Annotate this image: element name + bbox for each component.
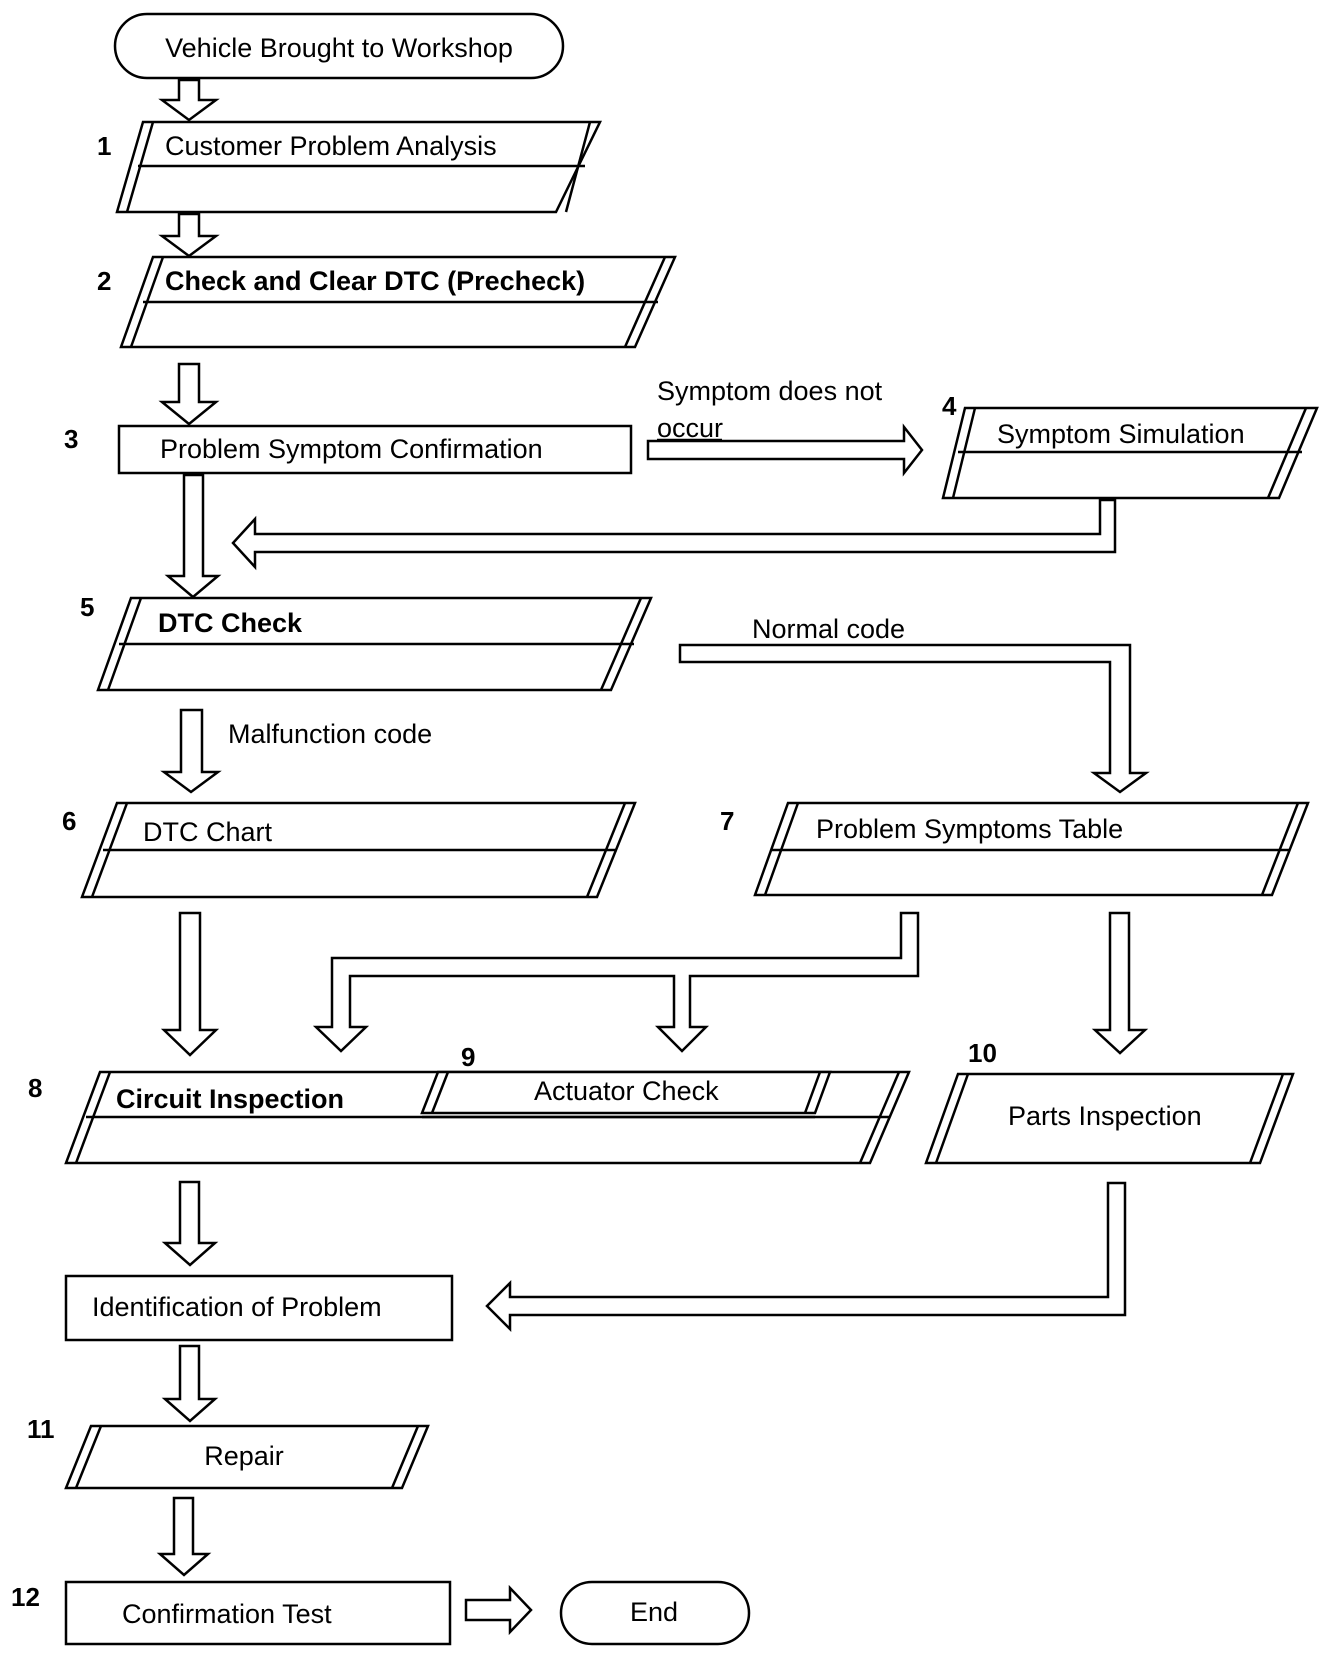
step-9-actuator-check: 9 Actuator Check [420, 1042, 832, 1119]
step-label: Repair [204, 1441, 284, 1471]
step-2-check-clear-dtc: 2 Check and Clear DTC (Precheck) [97, 255, 677, 349]
arrow-11-to-12 [156, 1496, 212, 1577]
arrow-10-to-identification [485, 1181, 1127, 1333]
arrow-4-return [231, 498, 1117, 571]
step-number: 2 [97, 266, 111, 296]
edge-label: Normal code [752, 614, 905, 644]
step-5-dtc-check: 5 DTC Check [80, 592, 653, 692]
step-number: 4 [942, 391, 957, 421]
step-label: Actuator Check [534, 1076, 719, 1106]
step-label: DTC Check [158, 608, 303, 638]
arrow-8-to-identification [161, 1180, 219, 1267]
step-11-repair: 11 Repair [27, 1414, 430, 1490]
start-label: Vehicle Brought to Workshop [165, 33, 513, 63]
step-number: 1 [97, 131, 111, 161]
step-number: 11 [27, 1414, 55, 1444]
step-number: 7 [720, 806, 734, 836]
step-1-customer-problem-analysis: 1 Customer Problem Analysis [97, 120, 603, 214]
edge-label-line2: occur [657, 413, 723, 443]
step-label: Parts Inspection [1008, 1101, 1202, 1131]
arrow-7-to-8-and-9 [312, 911, 920, 1053]
arrow-start-to-1 [158, 78, 220, 122]
step-number: 6 [62, 806, 76, 836]
step-10-parts-inspection: 10 Parts Inspection [924, 1038, 1295, 1165]
arrow-6-to-8 [160, 911, 220, 1057]
arrow-identification-to-11 [161, 1344, 219, 1423]
step-label: Customer Problem Analysis [165, 131, 497, 161]
step-label: Problem Symptom Confirmation [160, 434, 543, 464]
identification-of-problem: Identification of Problem [64, 1274, 454, 1342]
edge-label: Malfunction code [228, 719, 432, 749]
end-label: End [630, 1597, 678, 1627]
step-label: Problem Symptoms Table [816, 814, 1123, 844]
step-number: 5 [80, 592, 94, 622]
step-6-dtc-chart: 6 DTC Chart [62, 801, 637, 899]
arrow-3-to-5 [164, 473, 222, 599]
step-number: 10 [968, 1038, 997, 1068]
step-label: DTC Chart [143, 817, 273, 847]
edge-normal-code: Normal code [678, 614, 1150, 794]
step-number: 12 [11, 1582, 40, 1612]
node-label: Identification of Problem [92, 1292, 382, 1322]
step-7-problem-symptoms-table: 7 Problem Symptoms Table [720, 801, 1310, 897]
arrow-1-to-2 [158, 212, 220, 258]
step-number: 8 [28, 1073, 42, 1103]
edge-label-line1: Symptom does not [657, 376, 883, 406]
edge-symptom-does-not-occur: Symptom does not occur [646, 376, 924, 477]
step-label: Circuit Inspection [116, 1084, 344, 1114]
start-node: Vehicle Brought to Workshop [113, 12, 565, 80]
step-label: Symptom Simulation [997, 419, 1245, 449]
arrow-2-to-3 [158, 362, 220, 426]
arrow-12-to-end [464, 1584, 533, 1636]
step-number: 9 [461, 1042, 475, 1072]
step-number: 3 [64, 424, 78, 454]
end-node: End [559, 1580, 751, 1646]
arrow-7-to-10 [1091, 911, 1149, 1055]
step-12-confirmation-test: 12 Confirmation Test [11, 1580, 452, 1646]
step-label: Check and Clear DTC (Precheck) [165, 266, 585, 296]
step-3-problem-symptom-confirmation: 3 Problem Symptom Confirmation [64, 424, 633, 475]
step-label: Confirmation Test [122, 1599, 332, 1629]
step-4-symptom-simulation: 4 Symptom Simulation [941, 391, 1319, 500]
edge-malfunction-code: Malfunction code [160, 708, 432, 794]
